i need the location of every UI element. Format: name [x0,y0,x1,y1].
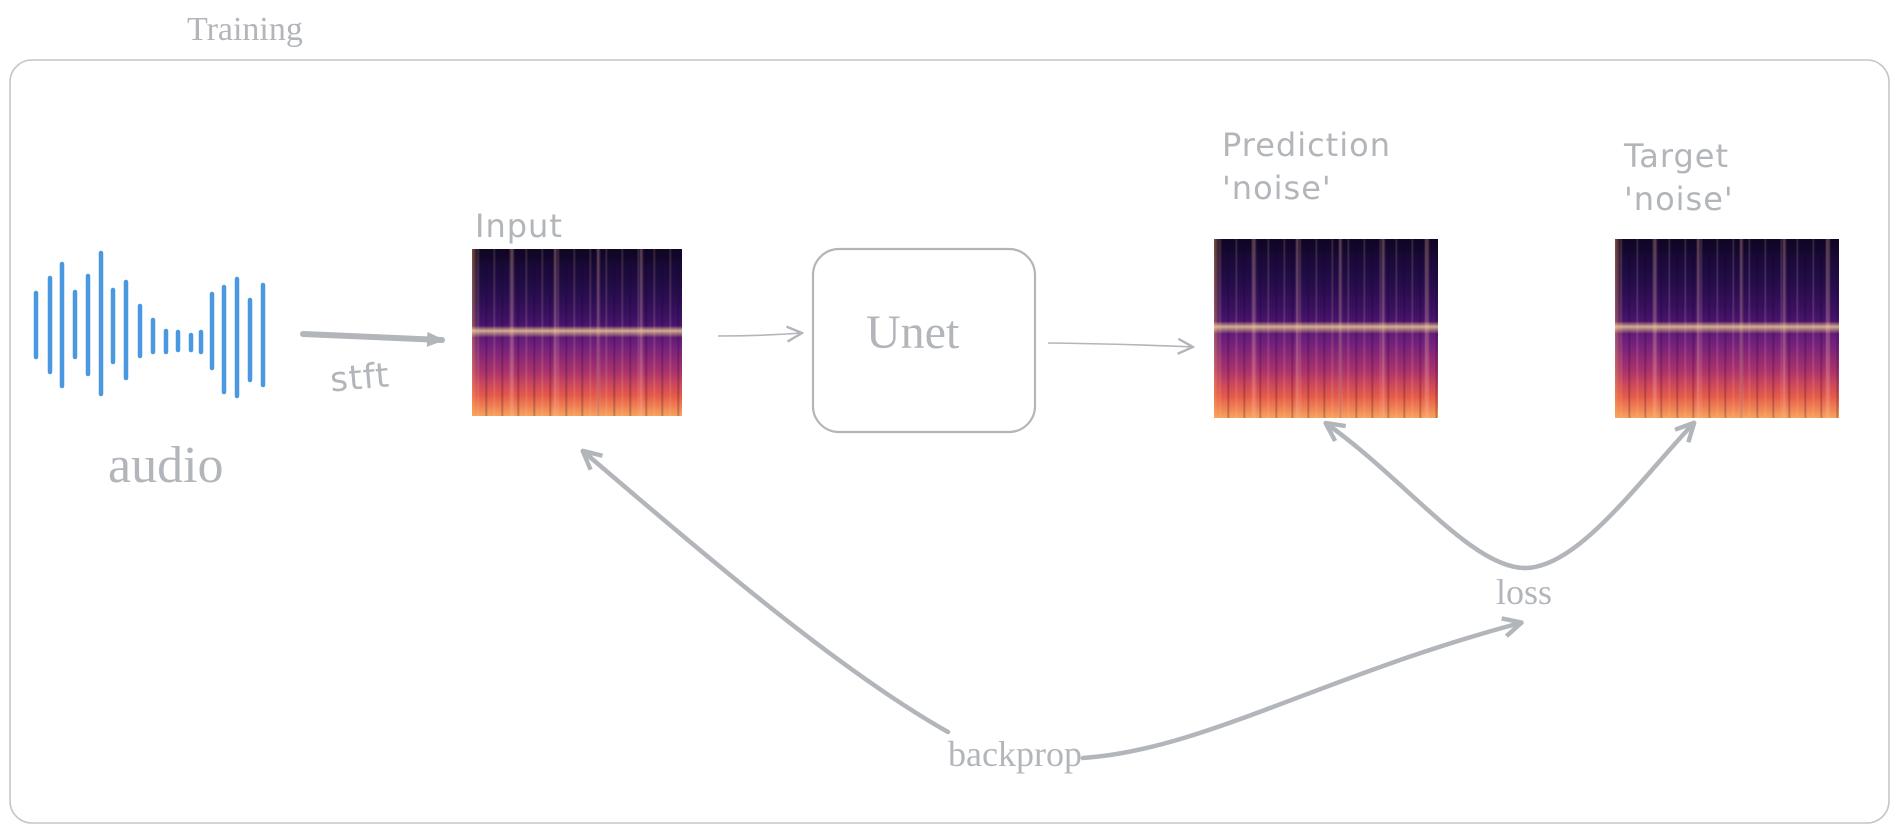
prediction-label: Prediction 'noise' [1222,124,1391,210]
unet-to-prediction-arrow [1047,343,1193,347]
unet-label: Unet [866,306,960,359]
backprop-label: backprop [948,734,1082,774]
loss-label: loss [1496,572,1553,612]
unet-box [811,247,1037,434]
training-group-frame [9,59,1890,824]
input-to-unet-arrow [717,333,802,336]
training-group-title: Training [187,11,303,48]
stft-arrow [300,331,445,347]
prediction-spectrogram-image [1214,239,1438,418]
backprop-to-loss-arrow [1080,623,1520,761]
stft-label: stft [328,355,392,401]
audio-label: audio [108,437,224,494]
loss-to-target-arrow [1522,424,1693,571]
target-label-line1: Target [1624,137,1729,175]
prediction-label-line1: Prediction [1222,126,1391,164]
prediction-label-line2: 'noise' [1222,169,1332,208]
target-spectrogram-image [1615,239,1839,418]
input-spectrogram-image [472,249,682,416]
audio-waveform-icon [33,250,266,399]
target-label-line2: 'noise' [1624,180,1734,219]
input-label: Input [475,207,563,245]
backprop-to-input-arrow [584,452,951,735]
target-label: Target 'noise' [1624,135,1734,221]
loss-to-prediction-arrow [1327,424,1528,571]
